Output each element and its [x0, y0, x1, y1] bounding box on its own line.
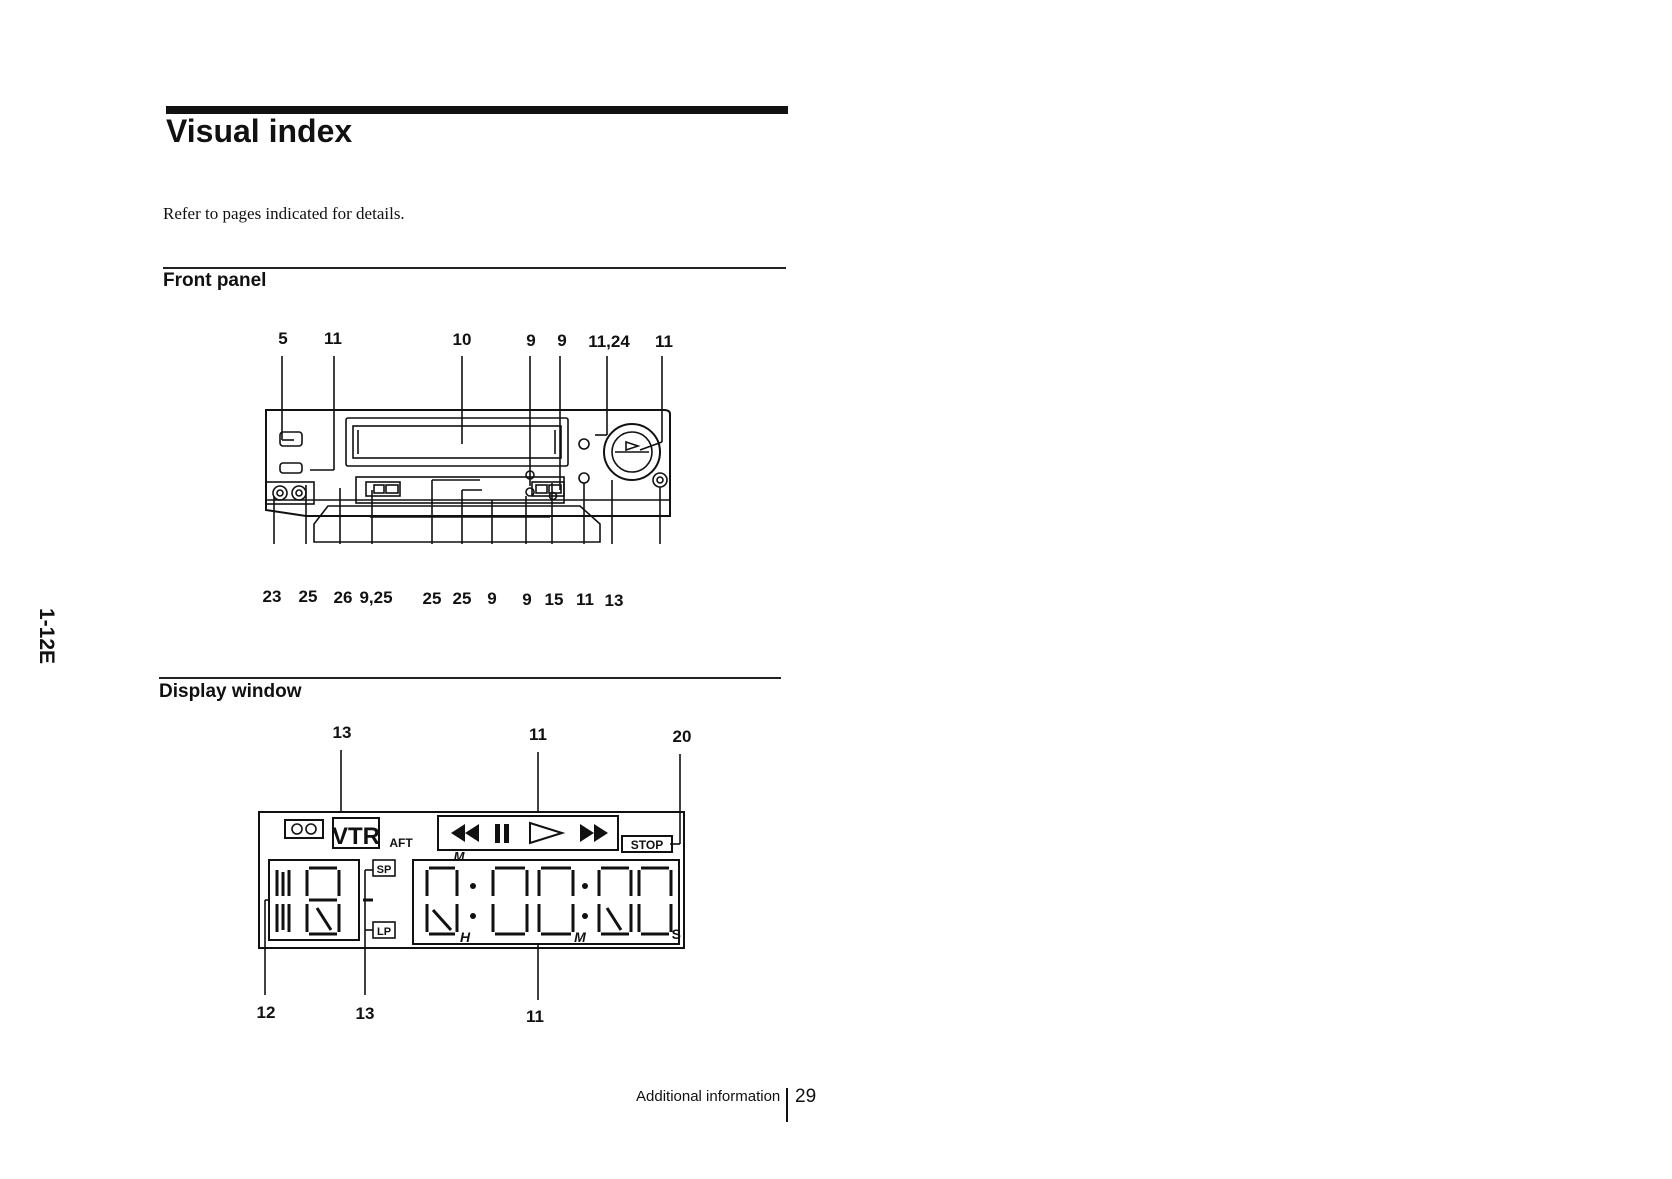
intro-text: Refer to pages indicated for details.	[163, 204, 405, 224]
callout-top-2: 11	[324, 329, 342, 348]
sp-label: SP	[377, 864, 392, 876]
callout-bottom-10: 11	[576, 590, 594, 609]
footer-page-number: 29	[795, 1086, 816, 1108]
display-callout-bottom-3: 11	[526, 1007, 544, 1026]
side-page-number: 1-12E	[34, 608, 58, 664]
callout-bottom-1: 23	[263, 587, 282, 606]
digit-segments	[277, 868, 671, 934]
display-callout-bottom-1: 12	[257, 1003, 276, 1022]
lp-label: LP	[377, 926, 391, 938]
callout-bottom-8: 9	[522, 590, 531, 609]
display-window-diagram: 13 11 20	[245, 720, 715, 1040]
callout-top-4: 9	[526, 331, 535, 350]
callout-bottom-6: 25	[453, 589, 472, 608]
display-callout-bottom-2: 13	[356, 1004, 375, 1023]
stop-label: STOP	[631, 838, 663, 852]
footer-section-label: Additional information	[636, 1088, 780, 1105]
callout-bottom-11: 13	[605, 591, 624, 610]
section-title-display-window: Display window	[159, 681, 302, 703]
m-label: M	[454, 849, 466, 864]
callout-bottom-3: 26	[334, 588, 353, 607]
footer-divider	[786, 1088, 788, 1122]
hour-label: H	[460, 929, 471, 945]
minute-label: M	[574, 929, 586, 945]
vtr-label: VTR	[332, 823, 380, 850]
callout-bottom-9: 15	[545, 590, 564, 609]
section-title-front-panel: Front panel	[163, 270, 266, 292]
callout-top-7: 11	[655, 332, 673, 351]
display-callout-top-1: 13	[333, 723, 352, 742]
second-label: S	[672, 926, 681, 942]
section-rule-display	[159, 677, 781, 679]
callout-top-5: 9	[557, 331, 566, 350]
display-callout-top-3: 20	[673, 727, 692, 746]
front-panel-diagram: 5 11 10 9 9 11,24 11	[250, 320, 710, 620]
section-rule-front	[163, 267, 786, 269]
callout-top-1: 5	[278, 329, 287, 348]
callout-bottom-7: 9	[487, 589, 496, 608]
page-title: Visual index	[166, 113, 352, 150]
aft-label: AFT	[389, 836, 413, 850]
display-callout-top-2: 11	[529, 725, 547, 744]
callout-top-6: 11,24	[588, 332, 630, 351]
callout-bottom-5: 25	[423, 589, 442, 608]
callout-top-3: 10	[453, 330, 472, 349]
callout-bottom-2: 25	[299, 587, 318, 606]
callout-bottom-4: 9,25	[359, 588, 392, 607]
